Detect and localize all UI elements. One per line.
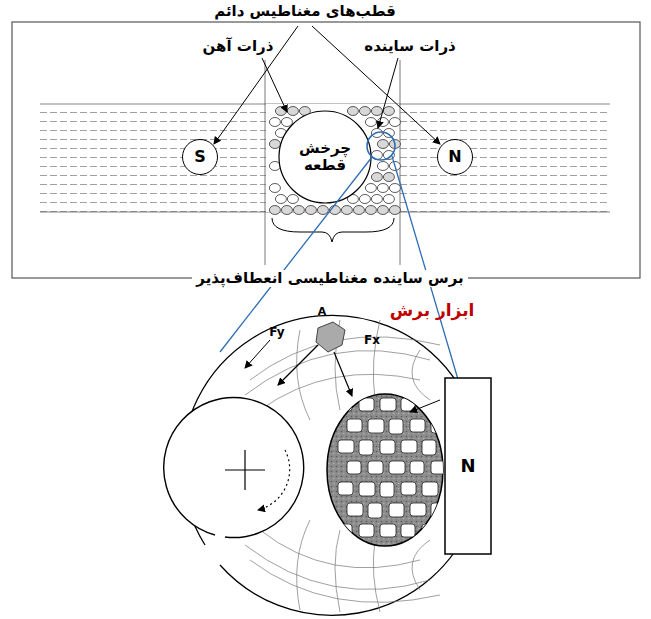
point-label: A bbox=[318, 306, 327, 318]
abrasive-grain bbox=[316, 322, 345, 352]
part-label: ابزار برش bbox=[390, 301, 475, 320]
magnet-pole: S bbox=[182, 139, 218, 175]
iron-particles bbox=[269, 107, 400, 215]
rotation-arrow bbox=[258, 450, 290, 510]
column-line bbox=[265, 60, 266, 265]
force-label: Fx bbox=[364, 334, 380, 347]
part-label: برس ساینده مغناطیسی انعطاف‌پذیر bbox=[192, 270, 467, 287]
force-arrow bbox=[278, 345, 318, 385]
node-text: N bbox=[460, 456, 475, 477]
title-label: قطب‌های مغناطیس دائم bbox=[214, 3, 396, 20]
panel-frame bbox=[12, 22, 640, 278]
magnet-pole: چرخش قطعه bbox=[280, 112, 370, 202]
node-text: چرخش قطعه bbox=[295, 140, 355, 175]
magnet-pole: N bbox=[437, 139, 473, 175]
force-arrow bbox=[334, 352, 352, 396]
zoom-circle bbox=[367, 132, 395, 160]
part-label: ذرات آهن bbox=[203, 38, 274, 55]
column-line bbox=[400, 60, 401, 265]
abrasive-brush bbox=[327, 394, 443, 546]
workpiece-section bbox=[164, 398, 304, 538]
force-label: Fy bbox=[269, 326, 284, 339]
abrasive-grains bbox=[338, 398, 447, 537]
node-text: S bbox=[194, 148, 206, 166]
part-label: ذرات ساینده bbox=[364, 38, 455, 55]
magnet-bar: N bbox=[445, 378, 491, 554]
magnet-field-band bbox=[40, 104, 610, 212]
node-text: N bbox=[448, 148, 461, 166]
workpiece bbox=[279, 111, 371, 203]
